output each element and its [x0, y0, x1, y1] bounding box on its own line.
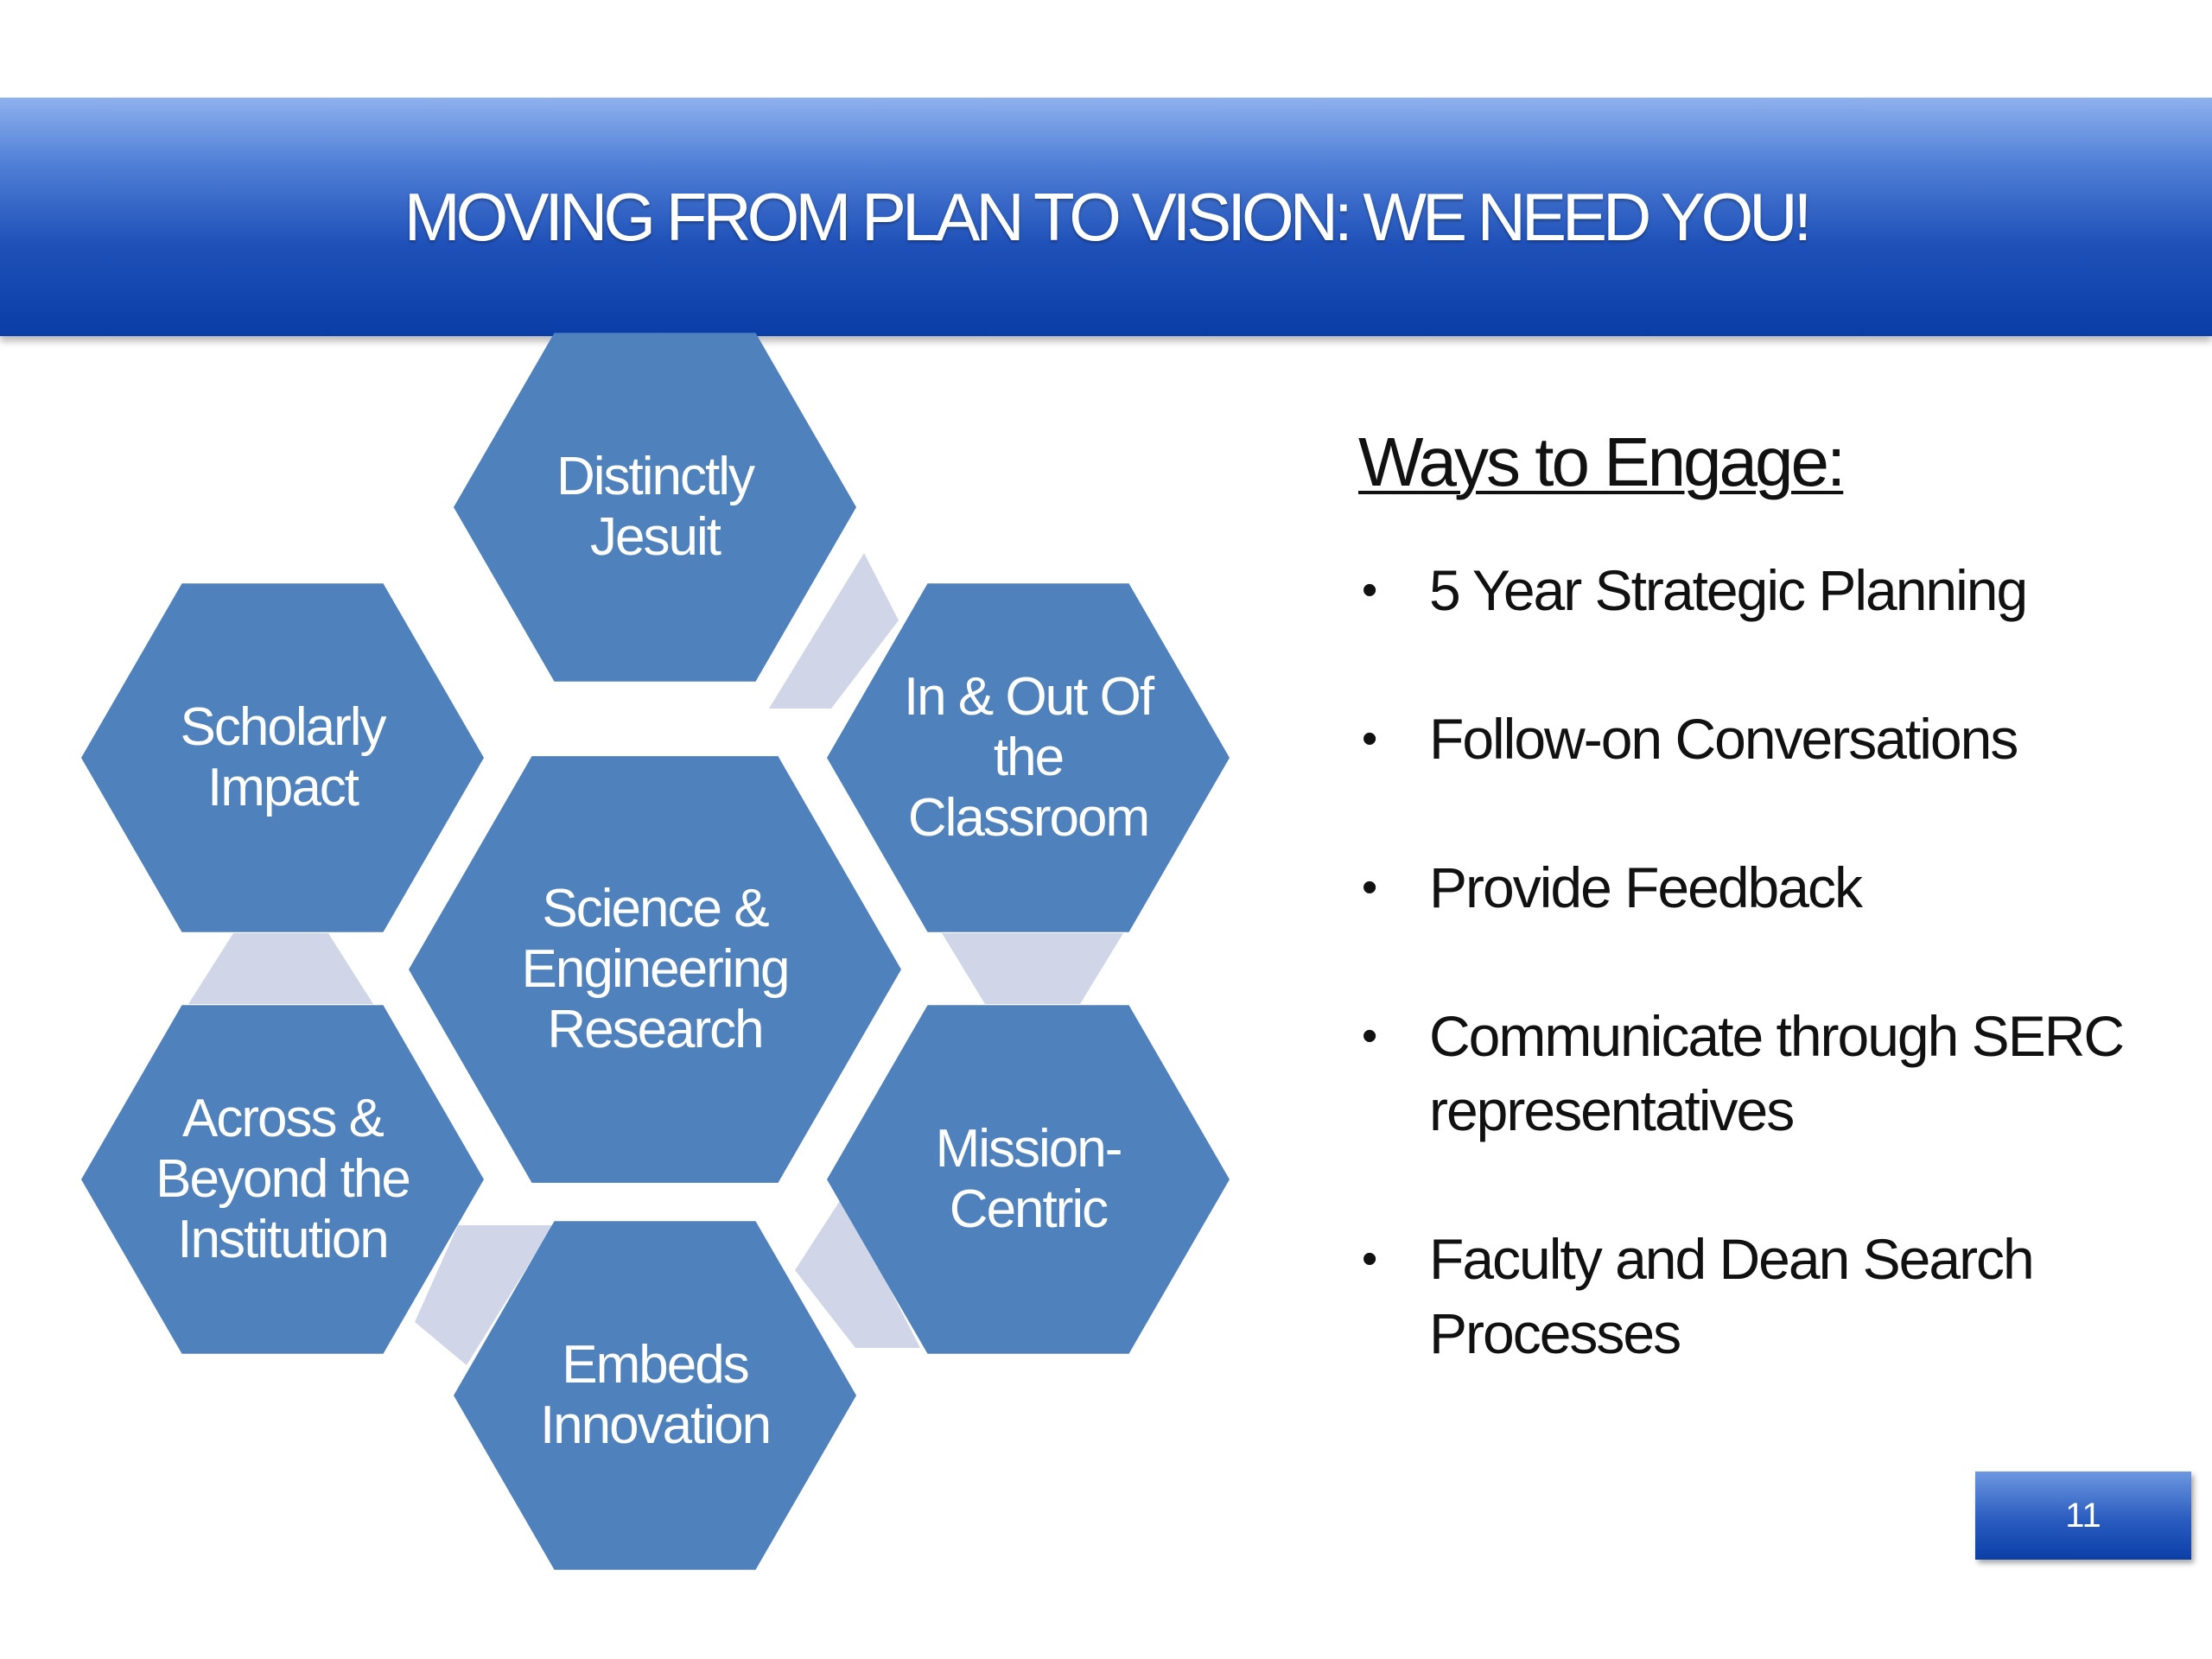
scholarly-impact-hexagon: [81, 583, 484, 932]
scholarly-impact-label-line: Impact: [207, 758, 359, 817]
across-beyond-label-line: Across &: [182, 1089, 385, 1148]
engage-item: • 5 Year Strategic Planning: [1358, 553, 2179, 627]
mission-centric-label-line: Centric: [950, 1179, 1108, 1239]
engage-item: • Faculty and Dean Search Processes: [1358, 1222, 2179, 1370]
engage-panel: Ways to Engage: • 5 Year Strategic Planni…: [1358, 423, 2179, 1445]
engage-heading: Ways to Engage:: [1358, 423, 1846, 500]
engage-item-text: Provide Feedback: [1429, 855, 1863, 919]
across-beyond-label-line: Beyond the: [156, 1149, 410, 1209]
across-beyond-hexagon: [81, 1005, 484, 1354]
connector-left: [188, 933, 373, 1004]
bullet-icon: •: [1362, 1011, 1377, 1061]
in-out-classroom-label-line: the: [994, 728, 1063, 787]
science-engineering-research-label-line: Engineering: [522, 939, 789, 999]
engage-list: • 5 Year Strategic Planning • Follow-on Co…: [1358, 553, 2179, 1370]
embeds-innovation-label-line: Embeds: [562, 1335, 747, 1395]
engage-item-text: Communicate through SERC representatives: [1429, 1004, 2125, 1142]
engage-item: • Communicate through SERC representative…: [1358, 999, 2179, 1147]
bullet-icon: •: [1362, 862, 1377, 912]
mission-centric-hexagon: [827, 1005, 1230, 1354]
in-out-classroom-label-line: Classroom: [908, 788, 1148, 848]
scholarly-impact-label-line: Scholarly: [181, 697, 387, 757]
engage-item: • Follow-on Conversations: [1358, 702, 2179, 776]
slide-title: MOVING FROM PLAN TO VISION: WE NEED YOU!: [404, 178, 1813, 255]
engage-item: • Provide Feedback: [1358, 850, 2179, 925]
bullet-icon: •: [1362, 714, 1377, 764]
science-engineering-research-hexagon: [409, 756, 901, 1183]
connector-right: [942, 933, 1123, 1004]
bullet-icon: •: [1362, 1234, 1377, 1284]
page-number-badge: 11: [1975, 1471, 2191, 1560]
embeds-innovation-hexagon: [454, 1221, 856, 1570]
embeds-innovation-label-line: Innovation: [540, 1395, 770, 1455]
connector-bottom-left: [415, 1225, 553, 1365]
engage-item-text: Follow-on Conversations: [1429, 707, 2018, 771]
engage-item-text: Faculty and Dean Search Processes: [1429, 1227, 2035, 1365]
in-out-classroom-label-line: In & Out Of: [904, 667, 1155, 727]
connector-bottom-right: [795, 1197, 920, 1348]
science-engineering-research-label-line: Research: [547, 1000, 762, 1059]
science-engineering-research-label-line: Science &: [542, 879, 769, 938]
mission-centric-label-line: Mission-: [936, 1119, 1122, 1179]
bullet-icon: •: [1362, 565, 1377, 615]
in-out-classroom-hexagon: [827, 583, 1230, 932]
distinctly-jesuit-label-line: Jesuit: [590, 507, 721, 567]
distinctly-jesuit-hexagon: [454, 333, 856, 682]
distinctly-jesuit-label-line: Distinctly: [556, 447, 755, 506]
connector-top-right: [769, 553, 899, 709]
engage-item-text: 5 Year Strategic Planning: [1429, 558, 2028, 622]
across-beyond-label-line: Institution: [177, 1210, 387, 1269]
title-bar: MOVING FROM PLAN TO VISION: WE NEED YOU!: [0, 98, 2212, 336]
hexagon-connectors: [188, 553, 1123, 1365]
